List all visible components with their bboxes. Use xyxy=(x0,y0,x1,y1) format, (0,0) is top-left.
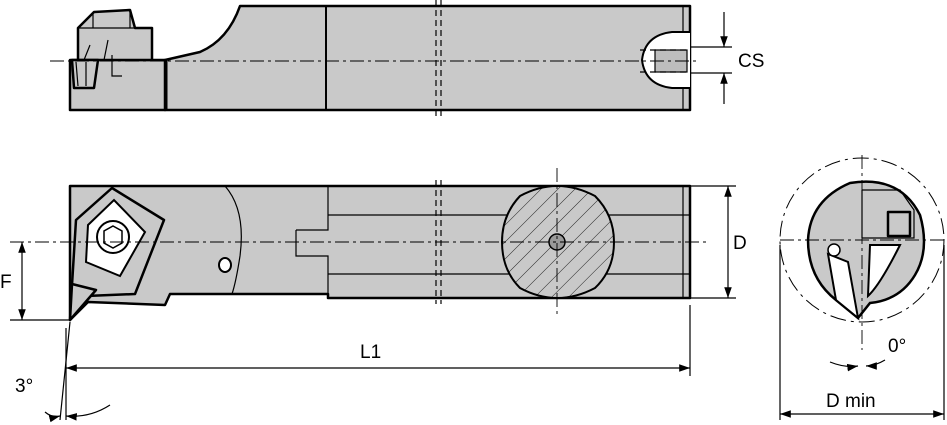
cs-dimension: CS xyxy=(690,12,764,104)
front-view xyxy=(10,168,708,322)
angle-0-label: 0° xyxy=(888,336,906,357)
l1-dimension: L1 xyxy=(66,305,691,376)
angle-3-dimension: 3° xyxy=(15,321,111,423)
cutting-tip xyxy=(68,282,98,322)
top-view-insert xyxy=(70,58,100,90)
angle-3-label: 3° xyxy=(15,376,33,397)
d-min-dimension: D min xyxy=(779,245,945,420)
top-view xyxy=(50,0,700,116)
top-view-shank xyxy=(163,4,692,112)
f-dimension: F xyxy=(0,242,70,321)
top-view-clamp xyxy=(76,8,154,62)
f-label: F xyxy=(0,272,12,293)
d-dimension: D xyxy=(690,185,747,299)
coolant-hole xyxy=(218,257,232,273)
angle-0-dimension: 0° xyxy=(829,336,906,372)
cross-section xyxy=(500,185,616,299)
end-view xyxy=(779,155,945,350)
end-view-insert xyxy=(826,252,860,321)
end-view-body xyxy=(806,180,926,320)
l1-label: L1 xyxy=(360,342,381,363)
d-min-label: D min xyxy=(826,391,876,412)
cs-label: CS xyxy=(738,51,764,72)
d-label: D xyxy=(733,233,747,254)
